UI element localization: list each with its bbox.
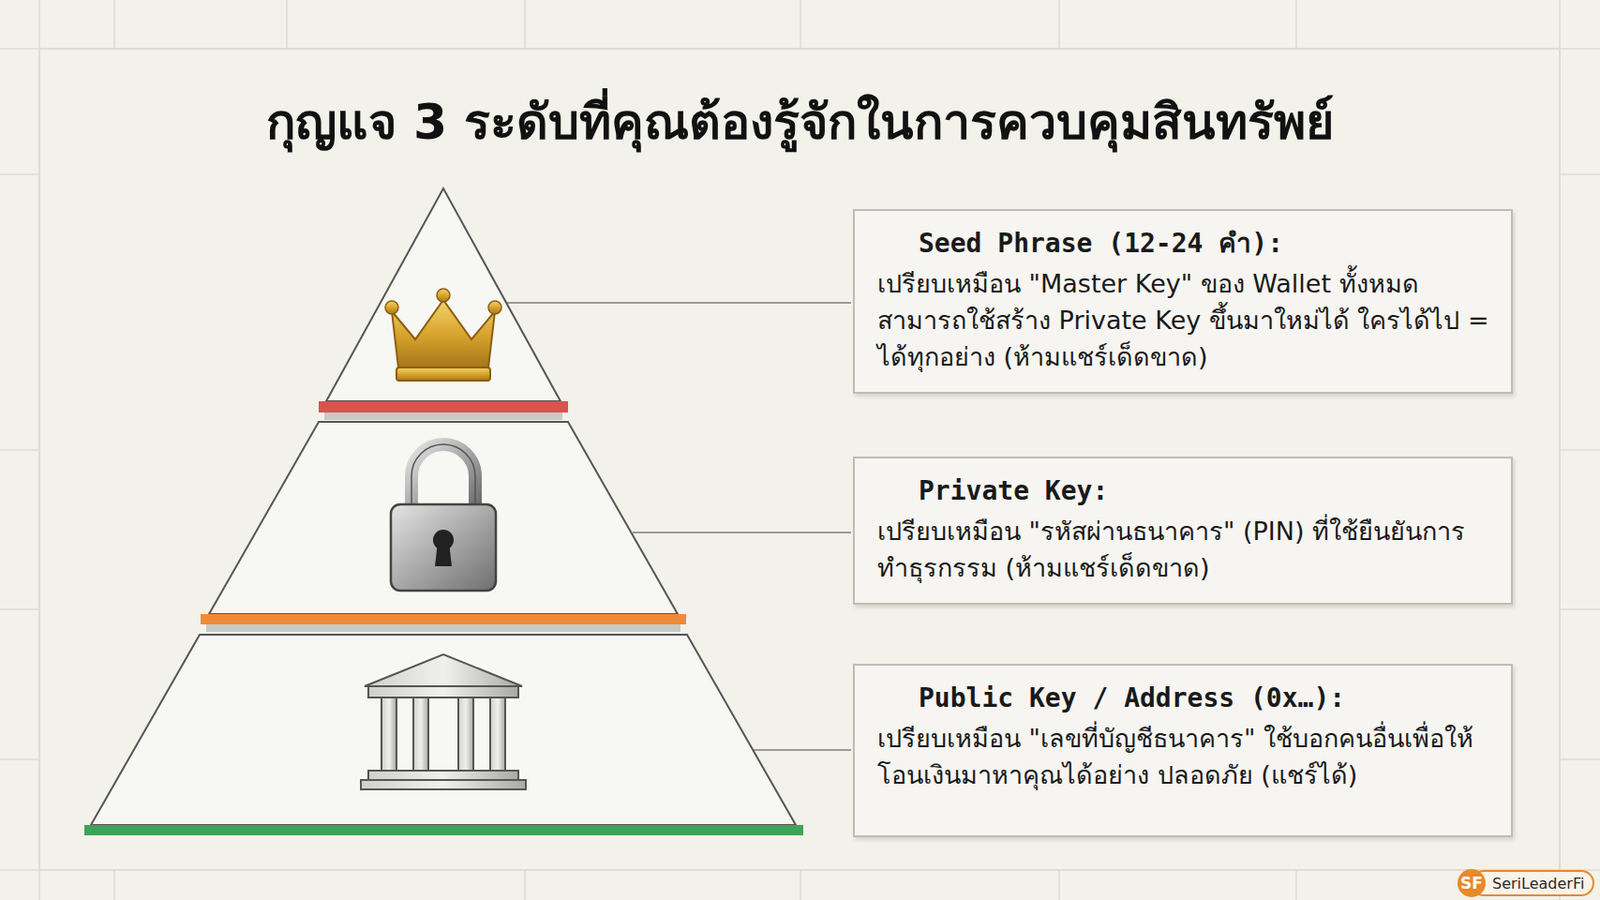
box-body: เปรียบเหมือน "เลขที่บัญชีธนาคาร" ใช้บอกค… [877,719,1493,793]
pyramid-top-tier [326,188,561,402]
watermark-logo: SF [1460,873,1483,893]
bank-icon [360,654,526,790]
info-box: Seed Phrase (12-24 คำ):เปรียบเหมือน "Mas… [852,209,1513,394]
watermark-badge [1457,868,1594,898]
info-box: Private Key:เปรียบเหมือน "รหัสผ่านธนาคาร… [852,456,1513,605]
info-box: Public Key / Address (0x…):เปรียบเหมือน … [852,663,1513,838]
box-heading: Private Key: [877,473,1493,509]
box-heading: Public Key / Address (0x…): [877,680,1493,717]
box-body: เปรียบเหมือน "Master Key" ของ Wallet ทั้… [877,265,1493,375]
crown-icon [385,288,502,381]
box-heading: Seed Phrase (12-24 คำ): [877,225,1493,262]
pyramid-bottom-tier [90,634,796,825]
padlock-icon [390,444,496,591]
pyramid [84,188,804,836]
red-bar [318,401,569,413]
box-body: เปรียบเหมือน "รหัสผ่านธนาคาร" (PIN) ที่ใ… [877,512,1493,586]
diagram-title: กุญแจ 3 ระดับที่คุณต้องรู้จักในการควบคุม… [0,82,1600,161]
orange-bar [200,613,687,625]
watermark-text: SeriLeaderFi [1492,874,1585,893]
pyramid-middle-tier [209,421,678,614]
green-bar [84,824,804,836]
